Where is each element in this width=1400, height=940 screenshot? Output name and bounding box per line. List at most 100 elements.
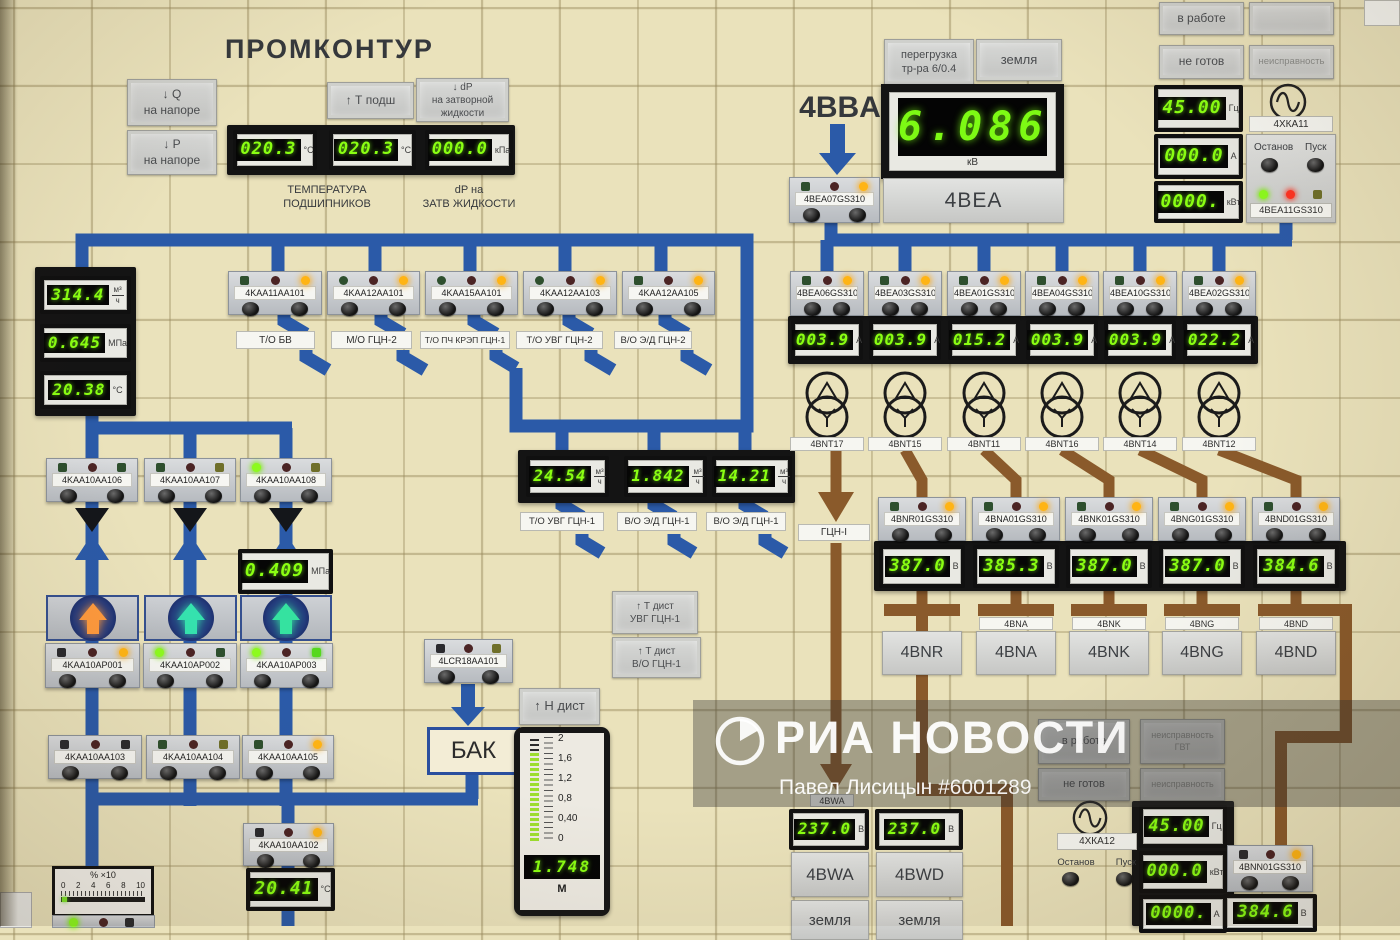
push-button[interactable] bbox=[1241, 876, 1258, 890]
push-button[interactable] bbox=[487, 302, 504, 316]
start-button[interactable] bbox=[1307, 158, 1324, 172]
annunciator-fault-2[interactable]: неисправность bbox=[1140, 768, 1225, 801]
led-r-off bbox=[830, 182, 839, 191]
led-y-on bbox=[859, 182, 868, 191]
push-button[interactable] bbox=[341, 302, 358, 316]
led-osq bbox=[1313, 190, 1322, 199]
push-button[interactable] bbox=[301, 489, 318, 503]
push-button[interactable] bbox=[242, 302, 259, 316]
push-button[interactable] bbox=[1225, 302, 1242, 316]
push-button[interactable] bbox=[1039, 302, 1056, 316]
push-button[interactable] bbox=[1122, 528, 1139, 542]
annunciator-fault[interactable]: неисправность bbox=[1249, 45, 1334, 79]
annunciator-overload[interactable]: перегрузка тр-ра 6/0.4 bbox=[884, 39, 974, 85]
stop-button[interactable] bbox=[1261, 158, 1278, 172]
push-button[interactable] bbox=[111, 766, 128, 780]
push-button[interactable] bbox=[986, 528, 1003, 542]
meter-ticks bbox=[61, 890, 145, 896]
led-row bbox=[426, 272, 517, 285]
annunciator-fault-gvt[interactable]: неисправность ГВТ bbox=[1140, 719, 1225, 764]
push-button[interactable] bbox=[849, 208, 866, 222]
push-button[interactable] bbox=[1196, 302, 1213, 316]
annunciator-not-ready[interactable]: не готов bbox=[1159, 45, 1244, 79]
annunciator-p-low[interactable]: ↓ P на напоре bbox=[127, 130, 217, 175]
push-button[interactable] bbox=[1282, 876, 1299, 890]
push-button[interactable] bbox=[961, 302, 978, 316]
push-button[interactable] bbox=[804, 302, 821, 316]
push-button[interactable] bbox=[537, 302, 554, 316]
push-button[interactable] bbox=[935, 528, 952, 542]
start-button[interactable] bbox=[1116, 872, 1133, 886]
led-r-off bbox=[464, 644, 473, 653]
push-button[interactable] bbox=[107, 489, 124, 503]
push-button[interactable] bbox=[109, 674, 126, 688]
push-button[interactable] bbox=[1309, 528, 1326, 542]
annunciator-t-bearing[interactable]: ↑ Т подш bbox=[327, 82, 414, 119]
push-button[interactable] bbox=[302, 674, 319, 688]
push-button[interactable] bbox=[833, 302, 850, 316]
push-button[interactable] bbox=[482, 670, 499, 684]
annunciator-not-ready-2[interactable]: не готов bbox=[1038, 768, 1130, 801]
push-button[interactable] bbox=[1172, 528, 1189, 542]
push-button[interactable] bbox=[438, 670, 455, 684]
led-gsq-off bbox=[801, 182, 810, 191]
push-button[interactable] bbox=[882, 302, 899, 316]
annunciator-t-dist-vo[interactable]: ↑ Т дист В/О ГЦН-1 bbox=[612, 637, 701, 678]
push-button[interactable] bbox=[254, 674, 271, 688]
annunciator-in-work-2[interactable]: в работе bbox=[1038, 719, 1130, 764]
label-4bwa-small: 4BWA bbox=[810, 794, 854, 807]
stop-button[interactable] bbox=[1062, 872, 1079, 886]
push-button[interactable] bbox=[439, 302, 456, 316]
push-button[interactable] bbox=[803, 208, 820, 222]
push-button[interactable] bbox=[1079, 528, 1096, 542]
push-button[interactable] bbox=[62, 766, 79, 780]
annunciator-blank[interactable] bbox=[1249, 2, 1334, 35]
push-button[interactable] bbox=[160, 766, 177, 780]
push-button[interactable] bbox=[60, 489, 77, 503]
push-button[interactable] bbox=[59, 674, 76, 688]
push-button[interactable] bbox=[1068, 302, 1085, 316]
display-unit: А bbox=[856, 334, 863, 345]
push-button[interactable] bbox=[257, 854, 274, 868]
push-button[interactable] bbox=[1146, 302, 1163, 316]
display-value: 387.0 bbox=[885, 555, 950, 578]
push-button[interactable] bbox=[586, 302, 603, 316]
push-button[interactable] bbox=[291, 302, 308, 316]
push-button[interactable] bbox=[1266, 528, 1283, 542]
annunciator-dp-seal[interactable]: ↓ dP на затворной жидкости bbox=[416, 78, 509, 122]
annunciator-in-work[interactable]: в работе bbox=[1159, 2, 1244, 35]
push-button[interactable] bbox=[157, 674, 174, 688]
display-unit: А bbox=[1248, 334, 1255, 345]
push-button[interactable] bbox=[206, 674, 223, 688]
push-button[interactable] bbox=[254, 489, 271, 503]
push-button[interactable] bbox=[1117, 302, 1134, 316]
led-row bbox=[1183, 272, 1255, 285]
kv-display: 6.086 кВ bbox=[881, 84, 1064, 179]
annunciator-q-low[interactable]: ↓ Q на напоре bbox=[127, 79, 217, 126]
push-button[interactable] bbox=[1029, 528, 1046, 542]
push-button[interactable] bbox=[389, 302, 406, 316]
annunciator-ground[interactable]: земля bbox=[976, 39, 1062, 81]
push-button[interactable] bbox=[303, 854, 320, 868]
push-button[interactable] bbox=[636, 302, 653, 316]
push-button[interactable] bbox=[1215, 528, 1232, 542]
push-button[interactable] bbox=[303, 766, 320, 780]
push-button[interactable] bbox=[911, 302, 928, 316]
current-display-2: 0000.А bbox=[1139, 895, 1227, 933]
push-button[interactable] bbox=[892, 528, 909, 542]
push-button[interactable] bbox=[684, 302, 701, 316]
annunciator-t-dist-uvg[interactable]: ↑ Т дист УВГ ГЦН-1 bbox=[612, 591, 698, 634]
button-row bbox=[869, 300, 941, 316]
led-r-off bbox=[1104, 502, 1114, 511]
module-id-label: 4BEA06GS310 bbox=[796, 286, 858, 300]
led-row bbox=[145, 459, 235, 472]
push-button[interactable] bbox=[209, 766, 226, 780]
annunciator-h-dist[interactable]: ↑ Н дист bbox=[519, 688, 600, 725]
push-button[interactable] bbox=[990, 302, 1007, 316]
display-backing bbox=[788, 316, 1258, 364]
push-button[interactable] bbox=[256, 766, 273, 780]
push-button[interactable] bbox=[158, 489, 175, 503]
push-button[interactable] bbox=[205, 489, 222, 503]
